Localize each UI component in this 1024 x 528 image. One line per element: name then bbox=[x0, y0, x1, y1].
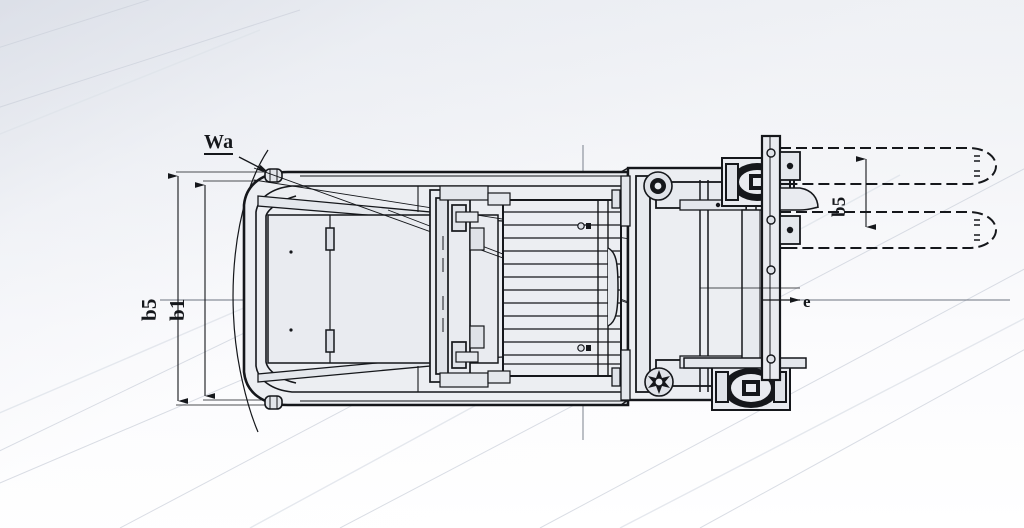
chassis-to-mast-link bbox=[620, 167, 629, 406]
backrest-bolts bbox=[577, 222, 591, 352]
load-backrest-ribs bbox=[503, 211, 621, 365]
fork-root-bottom bbox=[779, 215, 801, 245]
dimension-label-b1: b1 bbox=[165, 298, 189, 321]
backrest-side-lug bbox=[607, 247, 619, 327]
fork-carriage-plate bbox=[760, 134, 782, 382]
load-backrest bbox=[502, 199, 622, 377]
fork-tine-bottom bbox=[780, 211, 998, 249]
fork-tine-top-solid-edge bbox=[780, 147, 790, 185]
dimension-label-b5-right: b5 bbox=[829, 196, 850, 217]
fork-tine-top bbox=[780, 147, 998, 185]
mast-hydraulic-cylinder bbox=[643, 171, 673, 201]
dimension-label-b5-left: b5 bbox=[137, 298, 161, 321]
fork-root-top bbox=[779, 151, 801, 181]
sideshift-body bbox=[779, 187, 819, 211]
dimension-b5-left bbox=[168, 171, 272, 406]
fork-tine-top-tip-detail bbox=[974, 155, 980, 177]
fork-carriage-bolts bbox=[766, 148, 776, 364]
dimension-label-wa: Wa bbox=[204, 131, 234, 155]
mast-bottom-plate bbox=[683, 357, 807, 369]
chassis-right-detail bbox=[469, 192, 511, 384]
carriage-fasteners bbox=[439, 185, 489, 388]
chassis-rails bbox=[300, 175, 628, 402]
dimension-label-e: e bbox=[803, 292, 811, 311]
e-leader bbox=[700, 287, 800, 303]
fork-tine-bottom-solid-edge bbox=[780, 211, 790, 249]
mast-drive-motor bbox=[644, 367, 674, 397]
caster-wheel-bottom bbox=[264, 395, 283, 410]
mast-left-detail bbox=[611, 175, 631, 401]
fork-tine-bottom-tip-detail bbox=[974, 219, 980, 241]
wa-leader bbox=[238, 156, 269, 173]
